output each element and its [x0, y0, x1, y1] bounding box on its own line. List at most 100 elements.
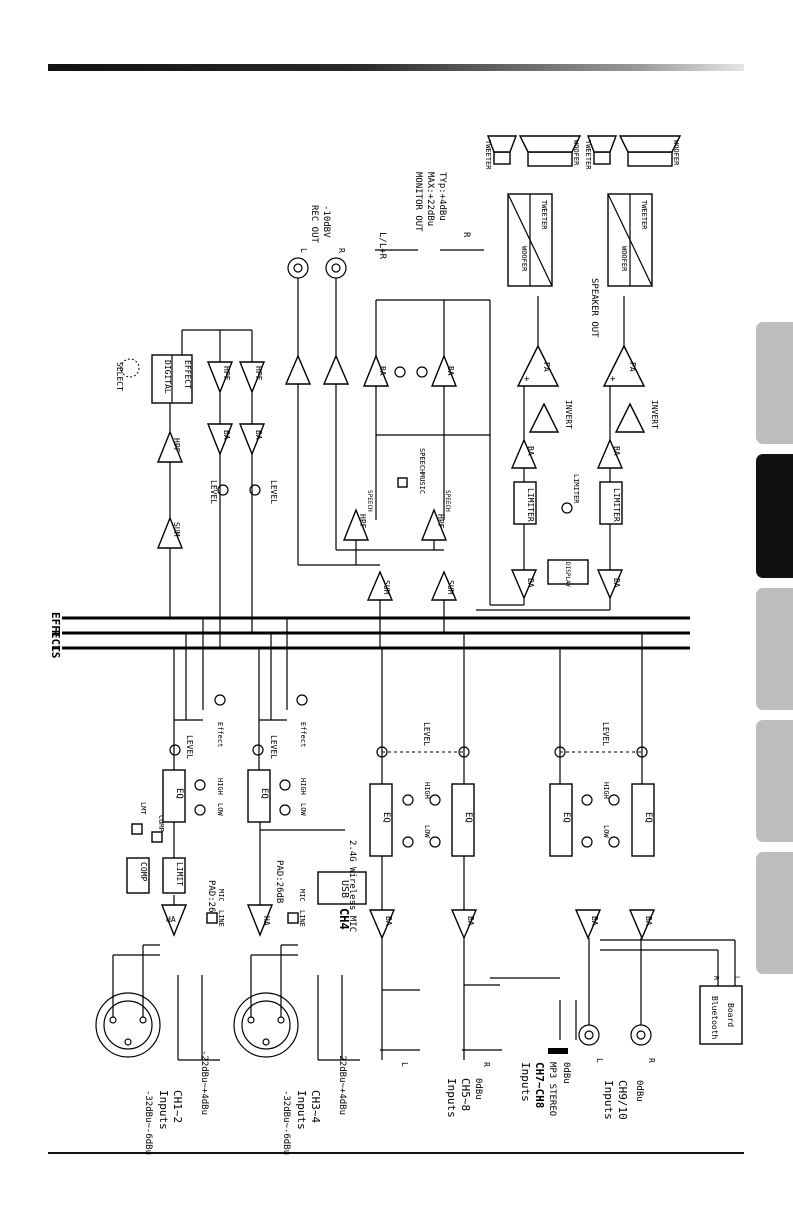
ch5-8-inputs: Inputs — [445, 1078, 458, 1118]
ch9-10-level: 0dBu — [634, 1080, 644, 1102]
monitor-out-typ: TYp:+4dBu — [437, 172, 447, 221]
music-switch-label: MUSIC — [418, 473, 426, 494]
ch4-label: CH4 — [337, 908, 351, 930]
lmt-label: LMT — [139, 802, 147, 815]
bluetooth-l: L — [733, 976, 741, 980]
low-label: LOW — [216, 803, 224, 816]
side-tab-3[interactable] — [756, 588, 793, 710]
monitor-out: MONITOR OUT MAX:+22dBu TYp:+4dBu L/L+R R… — [362, 172, 490, 520]
ch5-8-r: R — [482, 1062, 491, 1067]
spk-woofer-l: WOOFER — [572, 140, 580, 166]
ch9-10-inputs: Inputs — [602, 1080, 615, 1120]
display-label: DISPLAY — [564, 562, 571, 588]
high-label-5: HIGH — [423, 782, 431, 799]
level-fx-r: LEVEL — [269, 480, 278, 504]
ch1-2-mic-level: -32dBu~-6dBu — [143, 1090, 153, 1155]
pa-r: PA — [628, 362, 637, 372]
xover-woofer-l: WOOFER — [520, 246, 528, 272]
ch9-10-r: R — [647, 1058, 656, 1063]
spk-tweeter-l: TWEETER — [484, 140, 492, 170]
ch1-2-line-level: -22dBu~+4dBu — [199, 1050, 209, 1115]
ch7-8-inputs: Inputs — [519, 1062, 532, 1102]
select-label: SELECT — [115, 362, 124, 391]
channel-strip-ch3-4: HA PAD:26dB MIC LINE EQ HIGH LOW LEVEL E… — [233, 618, 360, 1061]
ba-label-fx-r: BA — [254, 430, 263, 440]
wireless-label: 2.4G Wireless MIC — [347, 840, 357, 932]
mic-label: MIC — [217, 889, 225, 902]
side-tab-2-active[interactable] — [756, 454, 793, 578]
pa-r-minus: - — [635, 376, 645, 381]
eq-label-5: EQ — [381, 812, 391, 823]
speech-switch-label: SPEECH — [418, 448, 426, 473]
effect-label: Effect — [216, 722, 224, 747]
ba-amp-l: BA — [526, 578, 535, 588]
speaker-amp-section: BA BA DISPLAY LIMITER LIMITER LIMITER BA… — [476, 278, 659, 611]
ba-pre-l: BA — [526, 446, 535, 456]
sum-label: SUM — [172, 522, 181, 537]
speech-small-r: SPEECH — [444, 490, 451, 512]
monitor-r: R — [461, 232, 471, 238]
master-sum-path: HPF HPF SPEECH SPEECH SPEECH MUSIC SUM S… — [298, 448, 458, 648]
rec-l: L — [299, 248, 308, 253]
hpf-label-l: HPF — [222, 366, 231, 381]
rec-out-level: -10dBV — [321, 205, 331, 238]
low-label-2: LOW — [299, 803, 307, 816]
ba-amp-r: BA — [612, 578, 621, 588]
level-label: LEVEL — [185, 735, 194, 759]
monitor-l-lr: L/L+R — [377, 232, 387, 260]
high-label-2: HIGH — [299, 778, 307, 795]
pa-l: PA — [542, 362, 551, 372]
high-label: HIGH — [216, 778, 224, 795]
bluetooth-r: R — [712, 976, 720, 981]
ba-pre-r: BA — [612, 446, 621, 456]
eq-label: EQ — [174, 788, 184, 799]
comp-label: COMP — [139, 862, 148, 881]
speaker-out-label: SPEAKER OUT — [589, 278, 599, 338]
level-fx-l: LEVEL — [209, 480, 218, 504]
xover-tweeter-l: TWEETER — [540, 200, 548, 230]
hpf-main-l: HPF — [358, 514, 367, 529]
ba-label-fx-l: BA — [222, 430, 231, 440]
hpf-label-r: HPF — [254, 366, 263, 381]
ba-label-10: BA — [644, 916, 653, 926]
ch3-4-ch: CH3~4 — [309, 1090, 322, 1123]
bus-label-l: L — [49, 645, 62, 652]
limiter-r: LIMITER — [612, 488, 621, 522]
ha-label: HA — [166, 915, 176, 924]
footer-rule — [48, 1152, 744, 1154]
channel-strip-ch5-8: BA BA EQ EQ HIGH LOW LEVEL — [368, 633, 478, 1060]
side-tab-5[interactable] — [756, 852, 793, 974]
ba-label-6: BA — [466, 916, 475, 926]
effect-block-label: EFFECT — [183, 360, 192, 389]
ch1-2-ch: CH1~2 — [171, 1090, 184, 1123]
ch5-8-level: 0dBu — [473, 1078, 483, 1100]
level-label-5: LEVEL — [422, 722, 431, 746]
usb-wireless-block: USB 2.4G Wireless MIC CH4 — [317, 840, 367, 932]
ch9-10-l: L — [595, 1058, 604, 1063]
crossover-left: WOOFER TWEETER TWEETER WOOFER — [484, 135, 582, 287]
eq-label-6: EQ — [463, 812, 473, 823]
ch3-4-line-level: -22dBu~+4dBu — [337, 1050, 347, 1115]
pad-label: PAD:26dB — [206, 880, 216, 923]
select-knob-icon — [120, 358, 140, 378]
hpf-label: HPF — [172, 438, 181, 453]
side-tab-1[interactable] — [756, 322, 793, 444]
ch1-2-inputs: Inputs — [157, 1090, 170, 1130]
digital-label: DIGITAL — [163, 360, 172, 394]
spk-woofer-r: WOOFER — [672, 140, 680, 166]
rec-out: L R REC OUT -10dBV — [284, 205, 350, 565]
side-tab-4[interactable] — [756, 720, 793, 842]
rec-out-label: REC OUT — [309, 205, 319, 244]
board-label: Board — [726, 1003, 735, 1027]
eq-label-10: EQ — [643, 812, 653, 823]
level-label-2: LEVEL — [269, 735, 278, 759]
effects-section: SUM HPF DIGITAL EFFECT SELECT HPF HPF BA… — [115, 329, 278, 648]
line-label-2: LINE — [298, 910, 306, 927]
low-label-5: LOW — [423, 825, 431, 838]
ha-label-2: HA — [262, 916, 271, 926]
ch5-8-ch: CH5~8 — [459, 1078, 472, 1111]
usb-label: USB — [339, 880, 350, 898]
mp3-marker — [548, 1048, 568, 1054]
invert-l: INVERT — [564, 400, 573, 429]
